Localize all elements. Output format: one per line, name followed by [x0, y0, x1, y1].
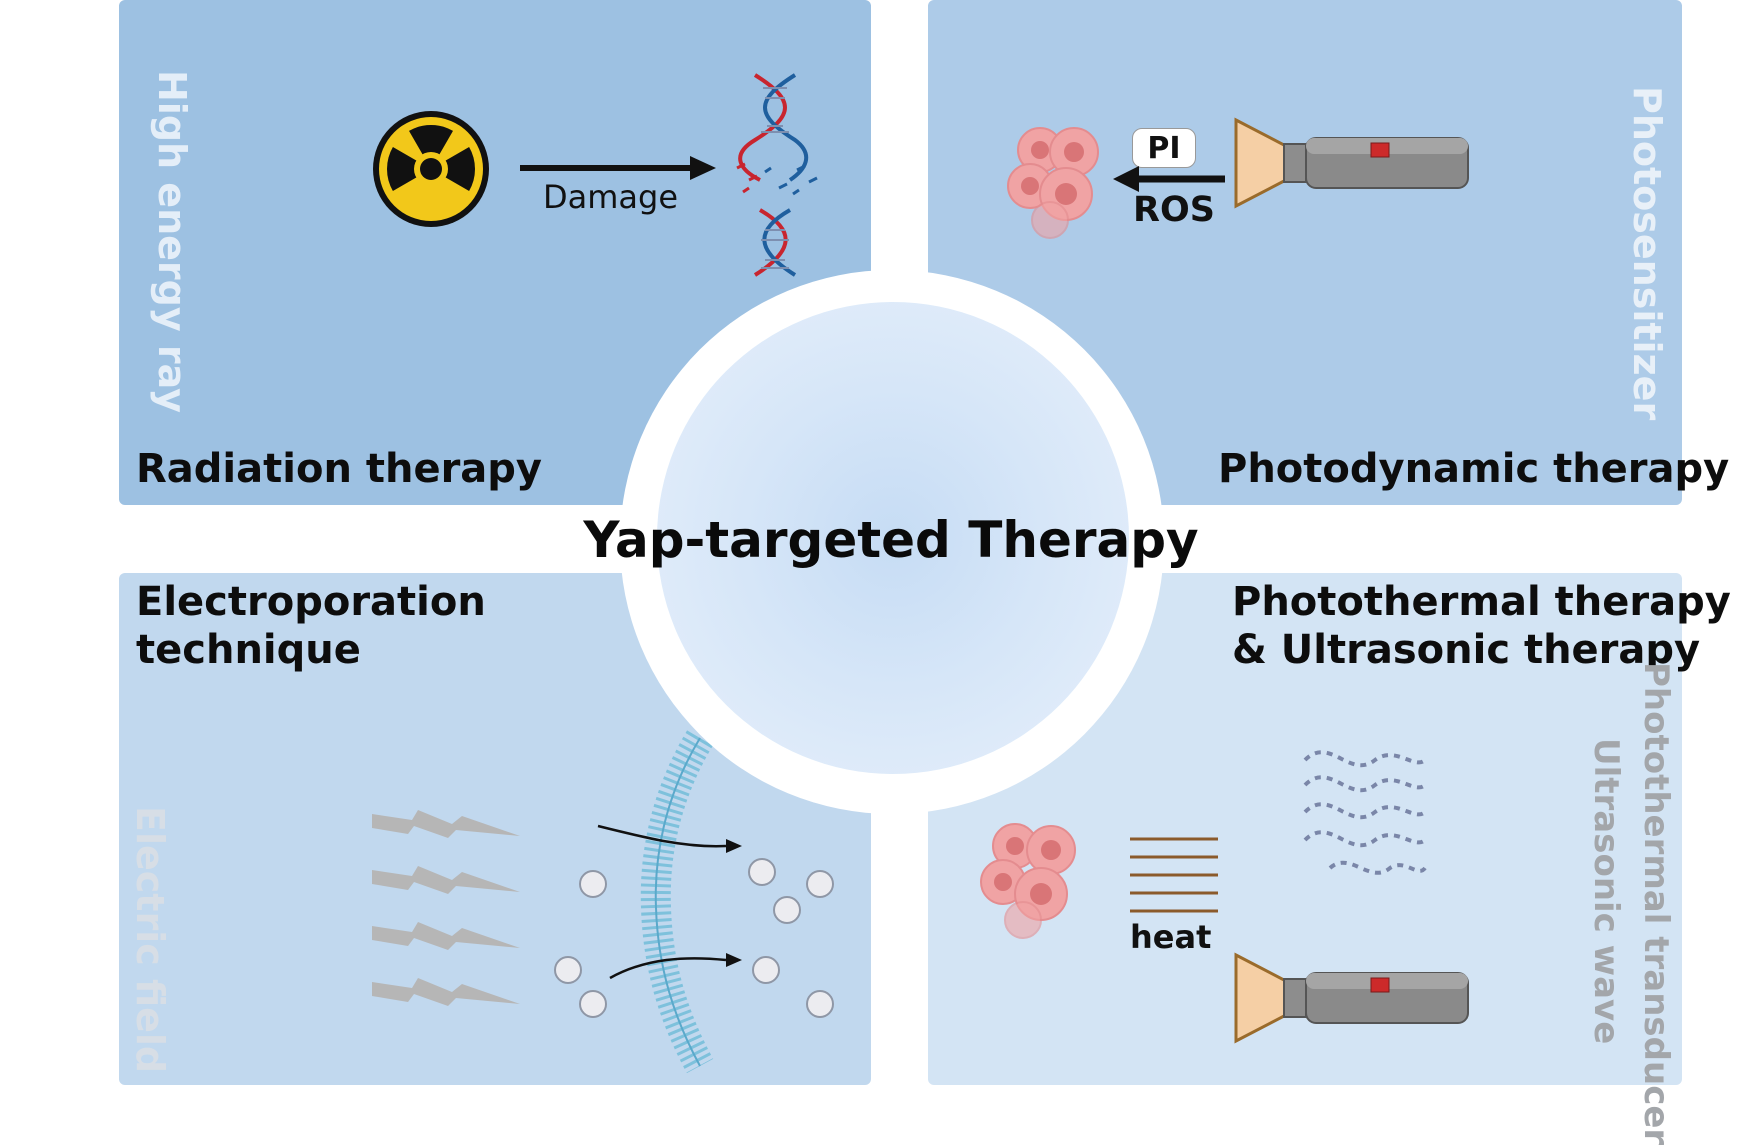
photosensitizer-label: Photosensitizer: [1625, 86, 1669, 421]
ros-label: ROS: [1133, 190, 1215, 230]
photothermal-title-line2: & Ultrasonic therapy: [1232, 627, 1701, 673]
membrane-icon: [640, 730, 714, 1074]
ultrasonic-wave-icon: [1303, 750, 1427, 875]
damage-label: Damage: [543, 178, 679, 216]
tumor-cells-icon: [980, 823, 1076, 939]
electric-field-label: Electric field: [128, 806, 172, 1074]
photothermal-transducer-label: Photothermal transducer: [1636, 662, 1676, 1145]
pi-badge: PI: [1132, 128, 1196, 168]
flashlight-icon: [1234, 952, 1469, 1044]
ultrasonic-wave-label: Ultrasonic wave: [1586, 738, 1626, 1045]
electroporation-title-line1: Electroporation: [136, 579, 486, 625]
dna-icon: [736, 73, 818, 277]
radiation-icon: [373, 111, 489, 227]
ros-arrow: [1113, 166, 1225, 192]
heat-label: heat: [1130, 918, 1212, 956]
radiation-therapy-title: Radiation therapy: [136, 446, 542, 492]
electroporation-title-line2: technique: [136, 627, 361, 673]
heat-lines-icon: [1130, 837, 1218, 913]
pi-label: PI: [1147, 130, 1181, 166]
center-disk: [657, 302, 1129, 774]
high-energy-ray-label: High energy ray: [150, 70, 194, 413]
damage-arrow: [520, 156, 716, 180]
center-title: Yap-targeted Therapy: [583, 511, 1199, 569]
flashlight-icon: [1234, 117, 1469, 209]
tumor-cells-icon: [1007, 127, 1099, 239]
lightning-icon: [372, 810, 520, 1006]
photothermal-title-line1: Photothermal therapy: [1232, 579, 1731, 625]
photodynamic-therapy-title: Photodynamic therapy: [1218, 446, 1730, 492]
molecule-flow-icon: [554, 824, 834, 1018]
